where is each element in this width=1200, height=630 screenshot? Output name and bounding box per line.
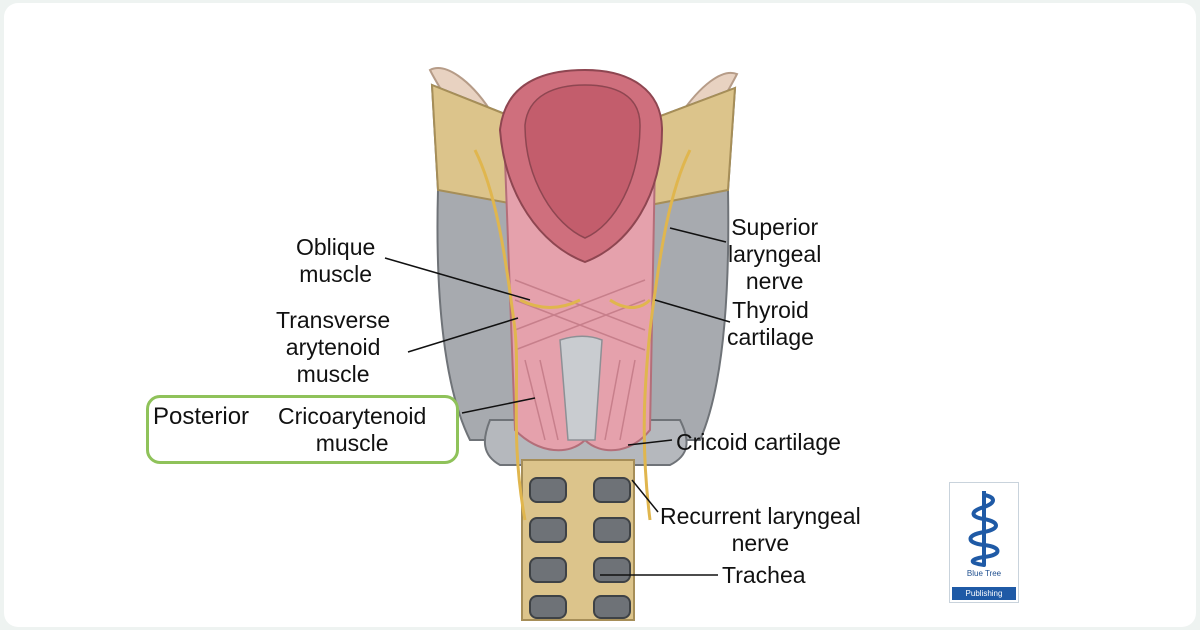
laryngeal-nerves [473,149,692,521]
label-line: Oblique [296,234,376,260]
label-line: Superior [731,214,819,240]
epiglottis [498,68,664,264]
label-line: Recurrent laryngeal [660,503,861,529]
label-superior-laryngeal-nerve: Superior laryngeal nerve [728,214,821,295]
label-line: nerve [731,530,790,556]
logo-name: Blue Tree [966,569,1002,578]
label-trachea: Trachea [722,562,806,588]
label-cricoid-cartilage: Cricoid cartilage [676,429,841,455]
label-line: muscle [315,430,389,456]
label-oblique-muscle: Oblique muscle [296,234,375,288]
label-line: arytenoid [285,334,381,360]
thyroid-cartilage-shape [430,83,737,441]
publisher-logo: Blue Tree Publishing [949,482,1019,603]
label-line: nerve [745,268,804,294]
label-line: Transverse [276,307,391,333]
trachea-shape [521,459,635,621]
label-transverse-arytenoid: Transverse arytenoid muscle [276,307,390,388]
label-posterior: Posterior [153,403,250,430]
highlight-box [146,395,459,464]
label-line: cartilage [727,324,814,350]
label-line: Cricoarytenoid [278,403,427,429]
label-line: muscle [296,361,370,387]
label-recurrent-laryngeal-nerve: Recurrent laryngeal nerve [660,503,861,557]
label-line: muscle [299,261,373,287]
label-line: laryngeal [728,241,822,267]
label-posterior-cricoarytenoid: Cricoarytenoid muscle [278,403,426,457]
tree-logo-icon [968,491,1000,567]
label-line: Thyroid [732,297,809,323]
logo-band: Publishing [952,587,1016,600]
label-thyroid-cartilage: Thyroid cartilage [727,297,814,351]
leader-lines [384,227,731,576]
